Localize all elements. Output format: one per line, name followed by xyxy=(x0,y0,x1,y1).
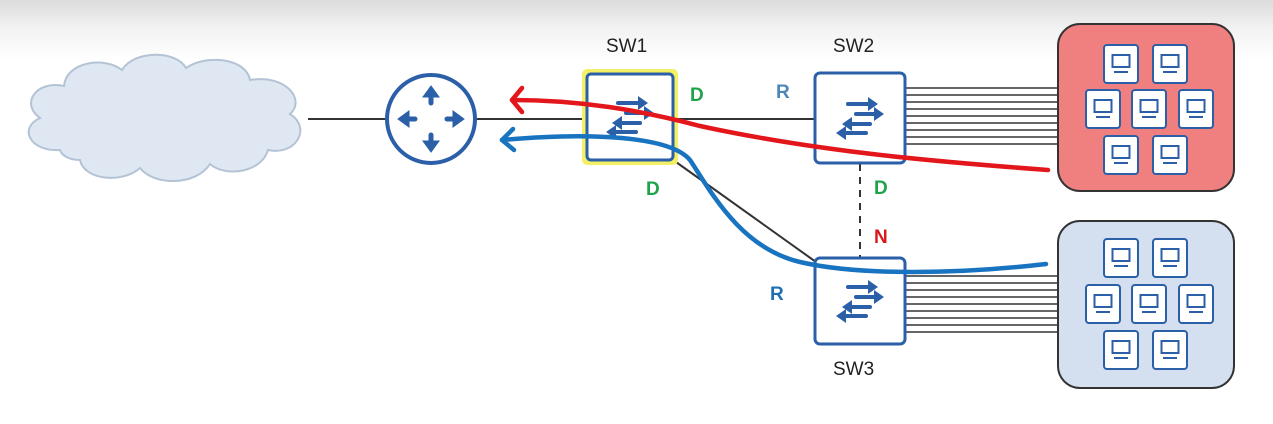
pc-icon xyxy=(1131,89,1167,129)
port-role-sw2-sw1: R xyxy=(776,82,790,103)
port-role-sw3-sw2: N xyxy=(874,227,888,248)
links xyxy=(308,118,861,263)
pc-icon xyxy=(1103,330,1139,370)
sw2-label: SW2 xyxy=(833,36,874,57)
red-traffic-path xyxy=(509,85,1051,173)
pc-icon xyxy=(1103,238,1139,278)
pc-icon xyxy=(1085,284,1121,324)
pc-group-blue xyxy=(1057,220,1235,389)
switch-sw3 xyxy=(813,256,907,346)
pc-icon xyxy=(1152,330,1188,370)
port-role-sw3-sw1: R xyxy=(770,284,784,305)
pc-icon xyxy=(1085,89,1121,129)
sw3-label: SW3 xyxy=(833,359,874,380)
pc-icon xyxy=(1103,135,1139,175)
link-sw1-sw3 xyxy=(675,161,817,263)
router-icon xyxy=(385,73,477,165)
sw3-access-links xyxy=(905,275,1058,333)
pc-icon xyxy=(1152,238,1188,278)
pc-group-red xyxy=(1057,23,1235,192)
pc-icon xyxy=(1103,44,1139,84)
pc-icon xyxy=(1178,89,1214,129)
pc-icon xyxy=(1152,44,1188,84)
port-role-sw1-sw2: D xyxy=(690,85,704,106)
switch-sw2 xyxy=(813,71,907,165)
sw1-label: SW1 xyxy=(606,36,647,57)
port-role-sw1-sw3: D xyxy=(646,179,660,200)
pc-icon xyxy=(1152,135,1188,175)
port-role-sw2-sw3: D xyxy=(874,178,888,199)
sw2-access-links xyxy=(905,87,1058,145)
blue-traffic-path xyxy=(499,126,1049,275)
cloud-icon xyxy=(27,53,302,182)
pc-icon xyxy=(1131,284,1167,324)
pc-icon xyxy=(1178,284,1214,324)
